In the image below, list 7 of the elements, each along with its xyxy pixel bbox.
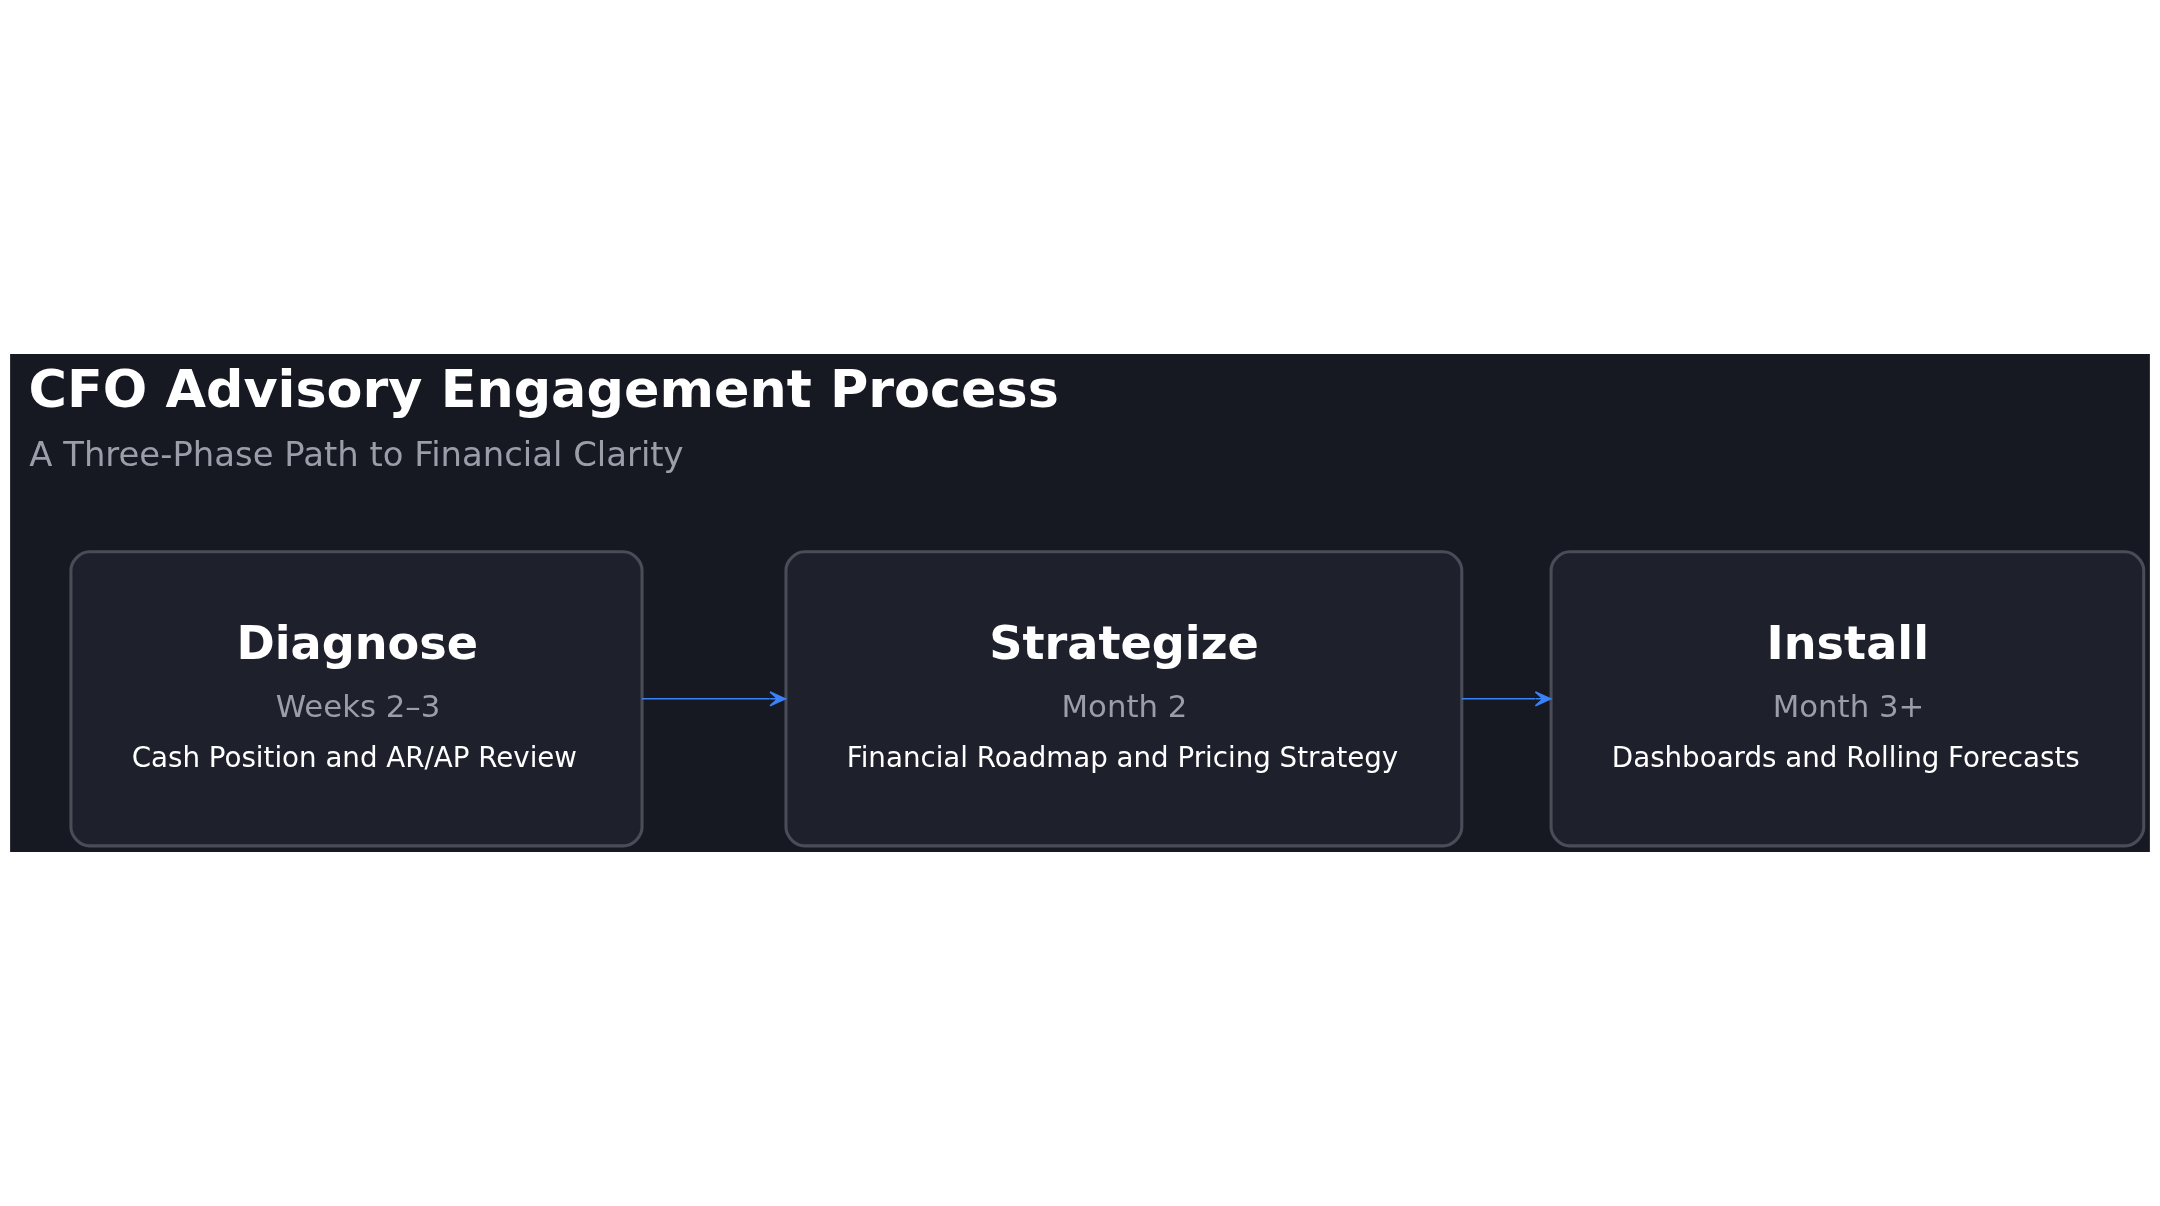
node-box: Install Month 3+ Dashboards and Rolling Forecasts (1549, 550, 2146, 848)
arrow (1461, 691, 1552, 707)
node-box: Diagnose Weeks 2–3 Cash Position and AR/AP Review (69, 550, 644, 848)
label: A Three-Phase Path to Financial Clarity (29, 434, 684, 474)
diagram-title: CFO Advisory Engagement Process (28, 357, 1059, 419)
node-box: Strategize Month 2 Financial Roadmap and Pricing Strategy (784, 550, 1464, 848)
arrow (641, 691, 787, 707)
